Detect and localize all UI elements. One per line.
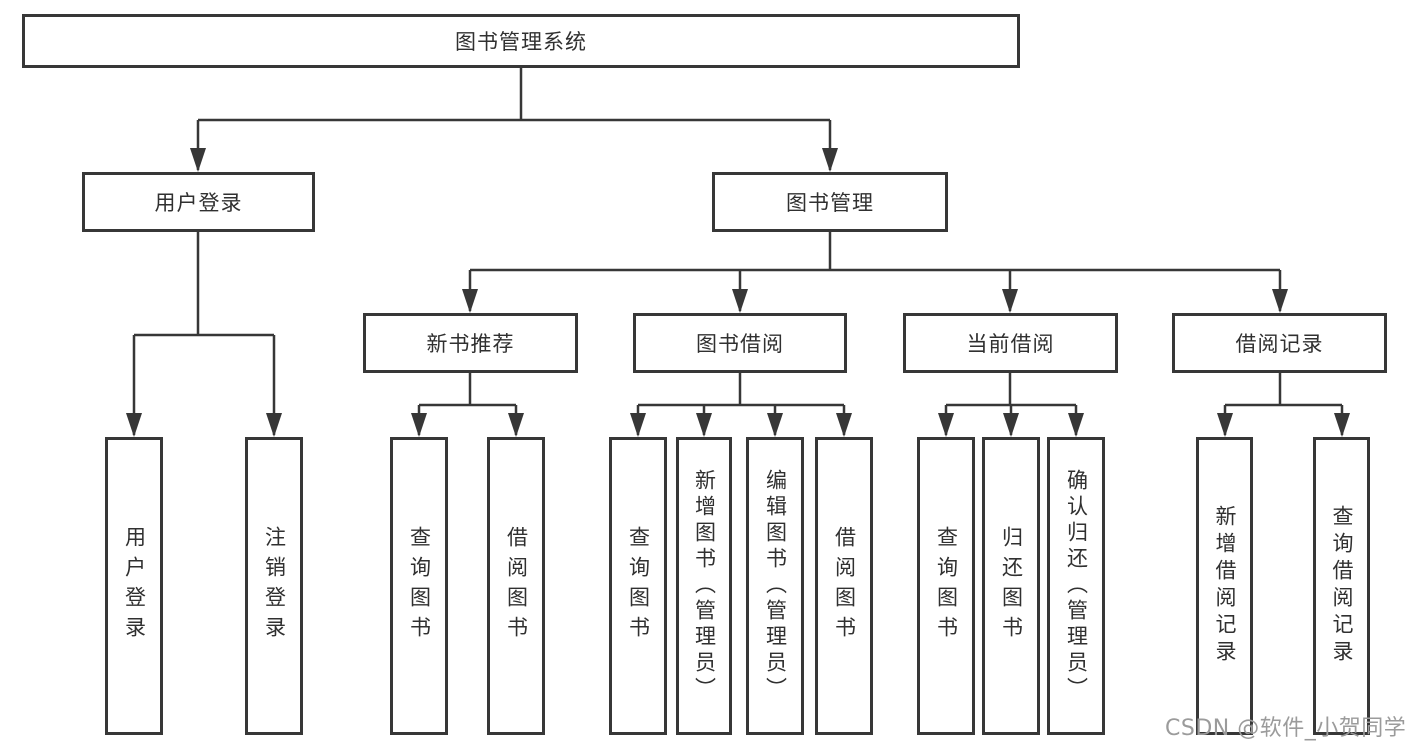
node-current-borrow: 当前借阅	[903, 313, 1118, 373]
node-leaf-query-books-2: 查询图书	[609, 437, 667, 735]
node-leaf-query-borrow-record: 查询借阅记录	[1313, 437, 1370, 735]
csdn-watermark: CSDN @软件_小贺同学	[1165, 716, 1405, 741]
node-leaf-add-borrow-record: 新增借阅记录	[1196, 437, 1253, 735]
node-library-management-system: 图书管理系统	[22, 14, 1020, 68]
node-leaf-borrow-books-2: 借阅图书	[815, 437, 873, 735]
node-book-borrow: 图书借阅	[633, 313, 847, 373]
node-new-book-recommend: 新书推荐	[363, 313, 578, 373]
node-leaf-return-books: 归还图书	[982, 437, 1040, 735]
arrowheads	[126, 148, 1350, 437]
node-user-login: 用户登录	[82, 172, 315, 232]
node-borrow-records: 借阅记录	[1172, 313, 1387, 373]
node-leaf-confirm-return-admin: 确认归还（管理员）	[1047, 437, 1105, 735]
node-leaf-edit-books-admin: 编辑图书（管理员）	[746, 437, 804, 735]
node-leaf-add-books-admin: 新增图书（管理员）	[676, 437, 732, 735]
node-leaf-query-books-3: 查询图书	[917, 437, 975, 735]
node-leaf-query-books-1: 查询图书	[390, 437, 448, 735]
node-leaf-borrow-books-1: 借阅图书	[487, 437, 545, 735]
node-book-management: 图书管理	[712, 172, 948, 232]
node-leaf-logout: 注销登录	[245, 437, 303, 735]
node-leaf-user-login: 用户登录	[105, 437, 163, 735]
